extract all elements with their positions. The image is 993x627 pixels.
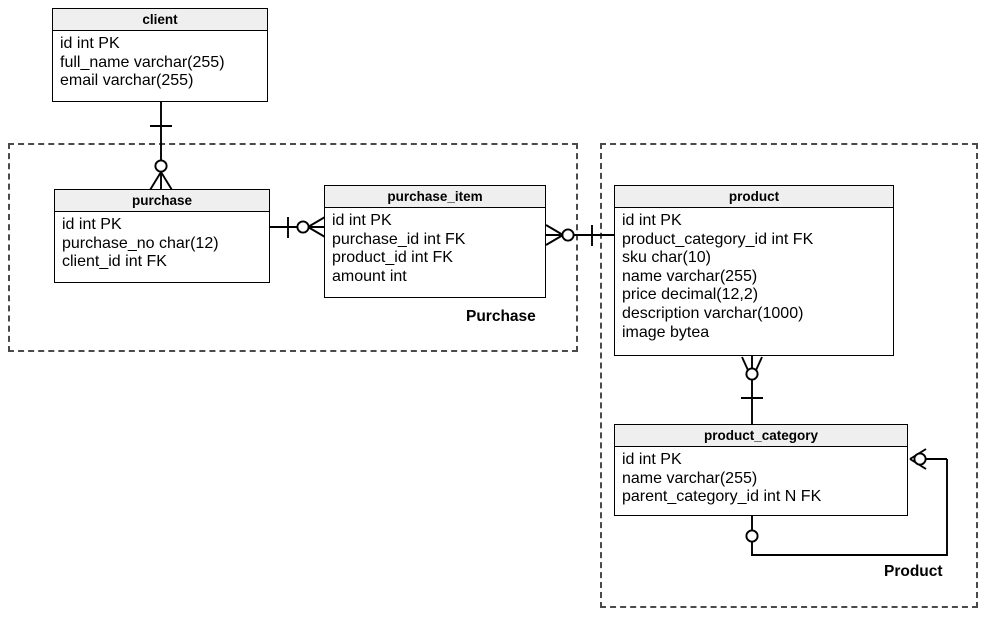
attribute-type: char(12) <box>158 234 219 252</box>
attribute-name: id <box>332 212 345 229</box>
attribute-name: price <box>622 286 657 304</box>
attribute-type: varchar(1000) <box>703 304 804 322</box>
attribute-type: varchar(255) <box>666 469 758 487</box>
attribute-row: product_id int FK <box>332 249 538 268</box>
attribute-type: int <box>348 212 366 229</box>
attribute-type: int <box>125 253 143 271</box>
entity-attributes-product-category: id int PK name varchar(255) parent_categ… <box>615 447 907 512</box>
attribute-type: int <box>76 35 94 52</box>
attribute-name: full_name <box>60 53 130 71</box>
group-box-purchase <box>8 143 578 352</box>
attribute-type: int <box>638 212 656 229</box>
attribute-type: int <box>771 230 789 248</box>
attribute-name: name <box>622 469 663 487</box>
attribute-row: name varchar(255) <box>622 470 900 489</box>
attribute-name: id <box>62 216 75 233</box>
attribute-row: parent_category_id int N FK <box>622 488 900 507</box>
entity-attributes-client: id int PK full_name varchar(255) email v… <box>53 31 267 96</box>
entity-title-purchase: purchase <box>55 190 269 212</box>
attribute-name: amount <box>332 267 386 285</box>
attribute-type: int <box>638 451 656 468</box>
attribute-type: varchar(255) <box>102 72 194 90</box>
attribute-key: PK <box>370 212 392 229</box>
attribute-row: email varchar(255) <box>60 72 260 91</box>
attribute-row: purchase_no char(12) <box>62 235 262 254</box>
entity-attributes-purchase: id int PK purchase_no char(12) client_id… <box>55 212 269 277</box>
attribute-key: FK <box>146 253 167 271</box>
attribute-type: int <box>763 488 781 506</box>
attribute-name: parent_category_id <box>622 488 759 506</box>
attribute-row: id int PK <box>62 216 262 235</box>
attribute-name: email <box>60 72 99 90</box>
attribute-type: varchar(255) <box>133 53 225 71</box>
entity-attributes-purchase-item: id int PK purchase_id int FK product_id … <box>325 208 545 291</box>
attribute-row: product_category_id int FK <box>622 231 886 250</box>
attribute-row: description varchar(1000) <box>622 305 886 324</box>
attribute-row: id int PK <box>622 212 886 231</box>
entity-product-category[interactable]: product_category id int PK name varchar(… <box>614 424 908 516</box>
attribute-row: full_name varchar(255) <box>60 54 260 73</box>
attribute-name: id <box>622 451 635 468</box>
attribute-row: id int PK <box>332 212 538 231</box>
attribute-key: FK <box>792 230 814 248</box>
attribute-type: int <box>423 230 441 248</box>
attribute-row: id int PK <box>60 35 260 54</box>
attribute-key: PK <box>100 216 122 233</box>
attribute-row: amount int <box>332 268 538 287</box>
attribute-key: PK <box>660 451 682 468</box>
entity-title-product: product <box>615 186 893 208</box>
entity-attributes-product: id int PK product_category_id int FK sku… <box>615 208 893 347</box>
attribute-name: product_id <box>332 249 407 267</box>
entity-client[interactable]: client id int PK full_name varchar(255) … <box>52 8 268 102</box>
attribute-name: product_category_id <box>622 230 767 248</box>
attribute-type: bytea <box>670 323 710 341</box>
attribute-row: purchase_id int FK <box>332 231 538 250</box>
group-label-product: Product <box>884 563 943 580</box>
attribute-name: id <box>60 35 73 52</box>
attribute-row: name varchar(255) <box>622 268 886 287</box>
attribute-name: image <box>622 323 666 341</box>
attribute-key: PK <box>660 212 682 229</box>
attribute-row: sku char(10) <box>622 249 886 268</box>
attribute-key: FK <box>432 249 453 267</box>
attribute-row: id int PK <box>622 451 900 470</box>
entity-purchase-item[interactable]: purchase_item id int PK purchase_id int … <box>324 185 546 298</box>
attribute-row: price decimal(12,2) <box>622 286 886 305</box>
attribute-row: image bytea <box>622 324 886 343</box>
attribute-name: name <box>622 267 663 285</box>
entity-product[interactable]: product id int PK product_category_id in… <box>614 185 894 356</box>
entity-purchase[interactable]: purchase id int PK purchase_no char(12) … <box>54 189 270 283</box>
entity-title-client: client <box>53 9 267 31</box>
group-label-purchase: Purchase <box>466 308 536 325</box>
group-box-product <box>600 143 978 608</box>
attribute-key: PK <box>98 35 120 52</box>
attribute-type: varchar(255) <box>666 267 758 285</box>
attribute-key: FK <box>444 230 466 248</box>
attribute-type: int <box>411 249 429 267</box>
attribute-name: client_id <box>62 253 121 271</box>
attribute-key: N FK <box>784 488 822 506</box>
attribute-type: int <box>389 267 407 285</box>
attribute-name: description <box>622 304 700 322</box>
attribute-type: decimal(12,2) <box>661 286 759 304</box>
attribute-row: client_id int FK <box>62 253 262 272</box>
attribute-type: char(10) <box>651 249 711 267</box>
attribute-name: sku <box>622 249 647 267</box>
entity-title-product-category: product_category <box>615 425 907 447</box>
attribute-name: id <box>622 212 635 229</box>
attribute-name: purchase_no <box>62 234 155 252</box>
attribute-type: int <box>78 216 96 233</box>
entity-title-purchase-item: purchase_item <box>325 186 545 208</box>
attribute-name: purchase_id <box>332 230 420 248</box>
